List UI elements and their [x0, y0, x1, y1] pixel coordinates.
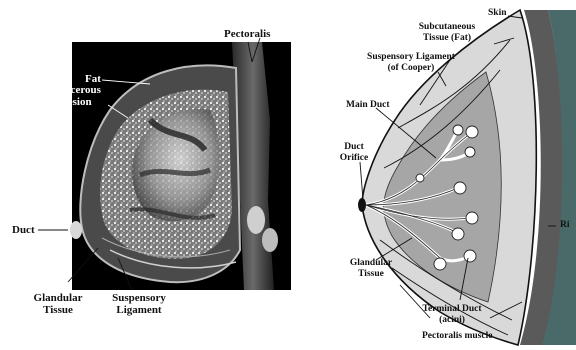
label-pectoralis: Pectoralis — [224, 28, 270, 40]
label-terminal-duct: Terminal Duct (acini) — [412, 304, 492, 325]
label-duct-orifice: Duct Orifice — [334, 142, 374, 163]
label-skin: Skin — [488, 8, 507, 19]
mri-nipple — [70, 221, 82, 239]
label-glandular-tissue-anatomy: Glandular Tissue — [342, 258, 400, 279]
mri-image — [70, 42, 291, 290]
label-pectoralis-muscle: Pectoralis muscle — [422, 331, 492, 342]
label-subcutaneous-tissue: Subcutaneous Tissue (Fat) — [404, 22, 490, 43]
label-cancerous-lesion: Cancerous Lesion — [46, 84, 106, 108]
label-main-duct: Main Duct — [346, 100, 390, 111]
duct-orifice — [358, 198, 366, 212]
label-duct: Duct — [12, 224, 35, 236]
label-glandular-tissue: Glandular Tissue — [26, 292, 90, 316]
label-suspensory-ligament-cooper: Suspensory Ligament (of Cooper) — [356, 52, 466, 73]
label-suspensory-ligament: Suspensory Ligament — [104, 292, 174, 316]
label-ribs: Ri — [560, 220, 570, 231]
